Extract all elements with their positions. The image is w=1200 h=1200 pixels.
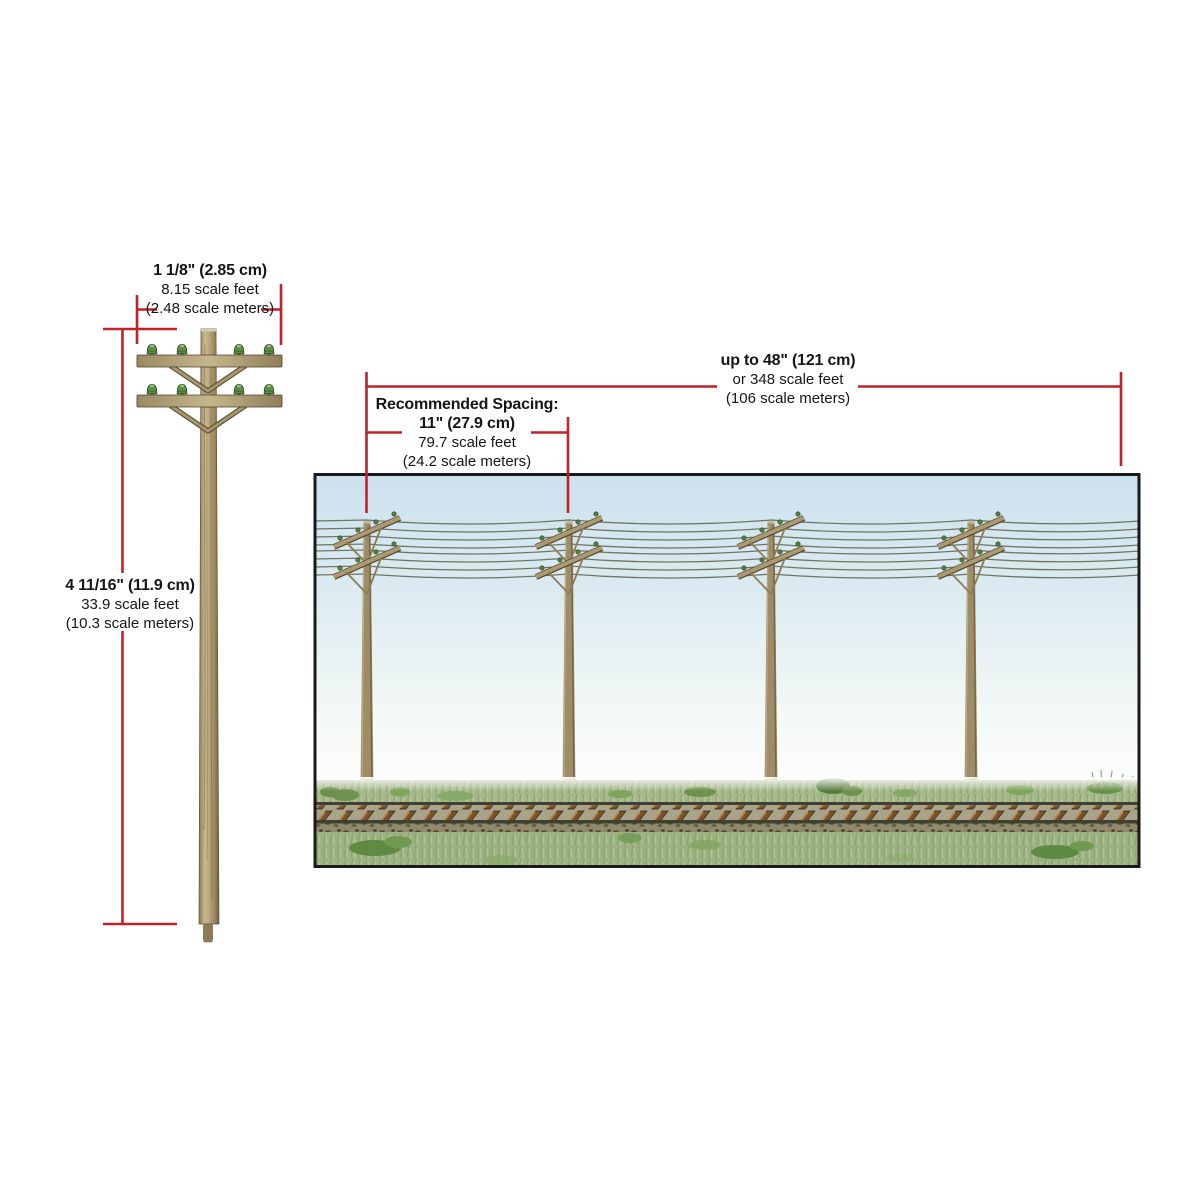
recommended-spacing-value: 11" (27.9 cm) (419, 415, 515, 432)
crossarm-width-value: 1 1/8" (2.85 cm) (153, 262, 267, 279)
grass-lower (314, 832, 1140, 867)
max-spacing-value: up to 48" (121 cm) (720, 352, 856, 369)
pole-top (201, 329, 216, 332)
max-spacing-feet: or 348 scale feet (732, 371, 844, 388)
crossarm-width-feet: 8.15 scale feet (161, 281, 259, 298)
dimension-lines (103, 284, 1123, 926)
pole-height-feet: 33.9 scale feet (81, 596, 179, 613)
recommended-spacing-dimension (366, 417, 570, 513)
crossarm-braces (168, 363, 248, 434)
track-ballast (314, 823, 1140, 832)
sky (314, 474, 1140, 804)
pole-height-label: 4 11/16" (11.9 cm) 33.9 scale feet (10.3… (15, 576, 245, 633)
max-spacing-dimension (365, 372, 1123, 513)
crossarm-width-dimension (135, 284, 283, 345)
scene-frame (313, 473, 1141, 868)
product-pole-illustration (136, 328, 283, 943)
rail-top (314, 802, 1140, 806)
max-spacing-label: up to 48" (121 cm) or 348 scale feet (10… (663, 351, 913, 408)
grass-upper (314, 769, 1140, 802)
recommended-spacing-feet: 79.7 scale feet (418, 434, 516, 451)
max-spacing-meters: (106 scale meters) (725, 390, 851, 407)
scene-illustration (313, 473, 1141, 868)
crossarm-width-meters: (2.48 scale meters) (145, 300, 275, 317)
railroad-track (314, 802, 1140, 832)
crossarm-top (136, 354, 283, 368)
recommended-spacing-label: Recommended Spacing: 11" (27.9 cm) 79.7 … (342, 395, 592, 471)
track-ties (314, 805, 1140, 820)
pole-height-dimension (103, 327, 177, 926)
pole-height-meters: (10.3 scale meters) (65, 615, 195, 632)
pole-height-value: 4 11/16" (11.9 cm) (65, 577, 195, 594)
recommended-spacing-heading: Recommended Spacing: (375, 396, 559, 413)
recommended-spacing-meters: (24.2 scale meters) (402, 453, 532, 470)
pole-mounting-peg (203, 923, 213, 943)
crossarm-bottom (136, 394, 283, 408)
crossarm-width-label: 1 1/8" (2.85 cm) 8.15 scale feet (2.48 s… (85, 261, 335, 318)
rail-bottom (314, 820, 1140, 824)
